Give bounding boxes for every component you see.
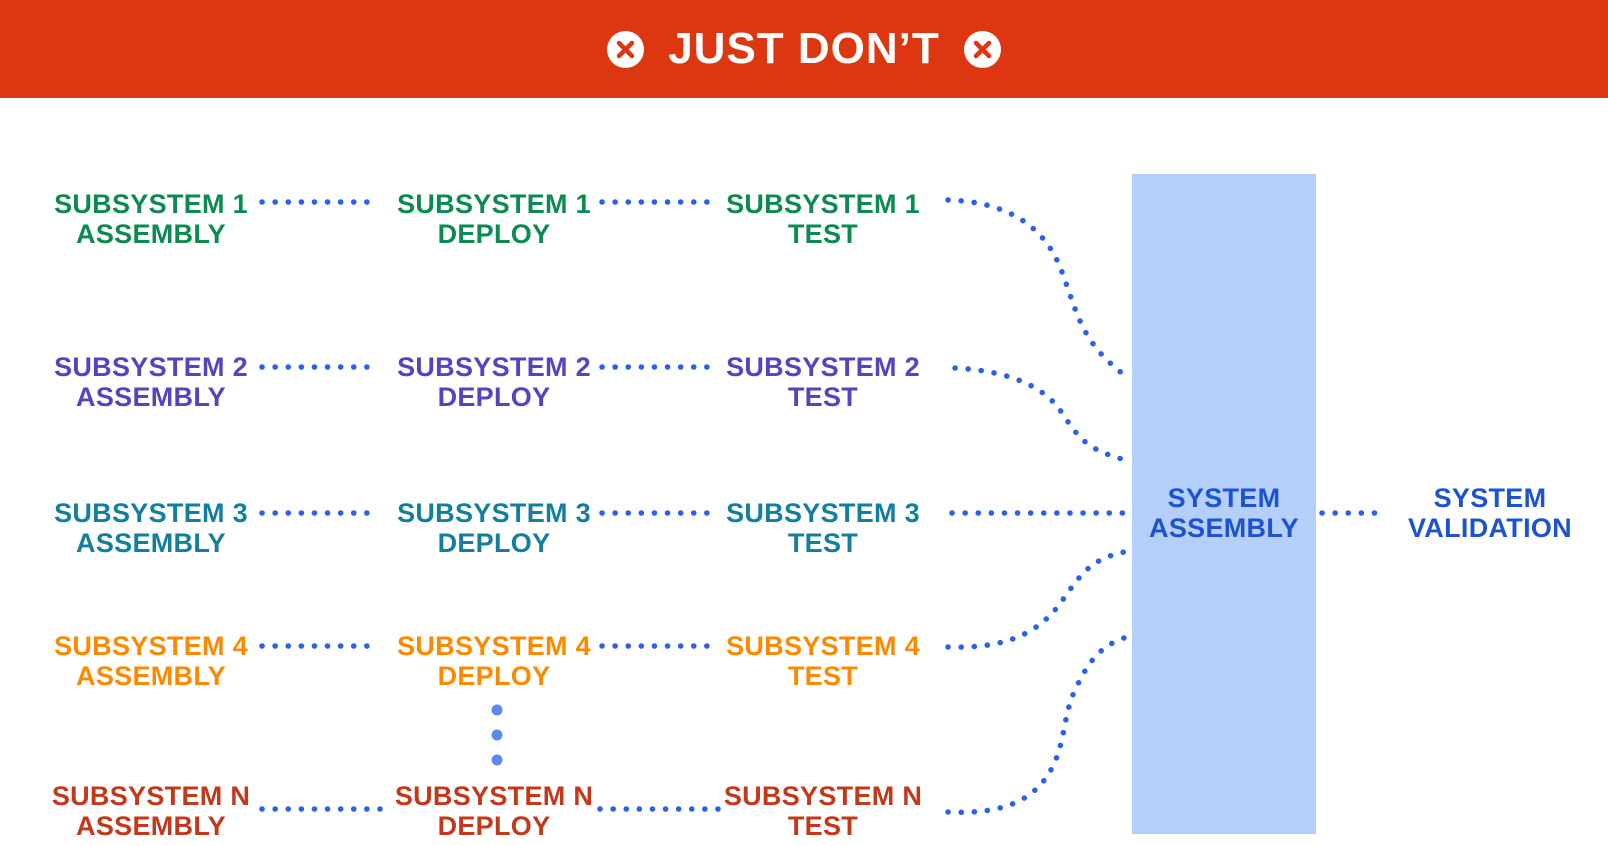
cell-subsystem-3-test: SUBSYSTEM 3 TEST [703,498,943,558]
cell-subsystem-2-deploy: SUBSYSTEM 2 DEPLOY [374,352,614,412]
ellipsis-dot [491,729,503,741]
cell-title: SUBSYSTEM 2 [397,352,591,382]
cell-stage: ASSEMBLY [76,219,226,249]
cell-stage: ASSEMBLY [76,661,226,691]
cell-stage: DEPLOY [437,382,551,412]
cell-title: SUBSYSTEM 3 [54,498,248,528]
cell-stage: DEPLOY [437,219,551,249]
cell-title: SUBSYSTEM 2 [54,352,248,382]
cell-title: SUBSYSTEM 1 [397,189,591,219]
cell-stage: DEPLOY [437,661,551,691]
cell-subsystem-n-deploy: SUBSYSTEM N DEPLOY [374,781,614,841]
cell-subsystem-1-test: SUBSYSTEM 1 TEST [703,189,943,249]
system-validation-label: SYSTEM VALIDATION [1356,483,1608,543]
cell-title: SUBSYSTEM N [51,781,251,811]
connector-subsystem-1-test-to-system-assembly [945,197,1126,377]
cell-subsystem-4-test: SUBSYSTEM 4 TEST [703,631,943,691]
cell-subsystem-2-assembly: SUBSYSTEM 2 ASSEMBLY [31,352,271,412]
system-assembly-line1: SYSTEM [1167,483,1281,513]
connector-subsystem-2-test-to-system-assembly [952,365,1125,462]
cell-subsystem-4-assembly: SUBSYSTEM 4 ASSEMBLY [31,631,271,691]
cell-subsystem-1-assembly: SUBSYSTEM 1 ASSEMBLY [31,189,271,249]
cell-stage: ASSEMBLY [76,811,226,841]
cell-subsystem-3-deploy: SUBSYSTEM 3 DEPLOY [374,498,614,558]
cell-stage: TEST [787,661,859,691]
cell-stage: ASSEMBLY [76,528,226,558]
cell-stage: TEST [787,528,859,558]
cell-stage: ASSEMBLY [76,382,226,412]
cell-subsystem-2-test: SUBSYSTEM 2 TEST [703,352,943,412]
cell-subsystem-n-assembly: SUBSYSTEM N ASSEMBLY [31,781,271,841]
connector-subsystem-n-test-to-system-assembly [945,635,1127,816]
cell-title: SUBSYSTEM 3 [726,498,920,528]
cell-subsystem-n-test: SUBSYSTEM N TEST [703,781,943,841]
cell-stage: DEPLOY [437,811,551,841]
system-validation-line1: SYSTEM [1433,483,1547,513]
cell-stage: TEST [787,811,859,841]
cell-title: SUBSYSTEM N [723,781,923,811]
connector-subsystem-4-test-to-system-assembly [945,549,1127,650]
banner-title: JUST DON’T [668,24,940,73]
system-assembly-box: SYSTEM ASSEMBLY [1132,174,1316,834]
ellipsis-dot [491,704,503,716]
system-assembly-line2: ASSEMBLY [1149,513,1299,543]
system-validation-line2: VALIDATION [1408,513,1572,543]
cell-stage: DEPLOY [437,528,551,558]
cell-title: SUBSYSTEM 1 [54,189,248,219]
circle-x-icon [963,30,1001,68]
cell-title: SUBSYSTEM N [394,781,594,811]
circle-x-icon-cross [973,40,992,58]
cell-subsystem-3-assembly: SUBSYSTEM 3 ASSEMBLY [31,498,271,558]
cell-subsystem-1-deploy: SUBSYSTEM 1 DEPLOY [374,189,614,249]
banner: JUST DON’T [0,0,1608,98]
circle-x-icon-cross [616,40,635,58]
cell-title: SUBSYSTEM 4 [726,631,920,661]
ellipsis-dot [491,754,503,766]
circle-x-icon [607,30,645,68]
cell-title: SUBSYSTEM 4 [54,631,248,661]
cell-stage: TEST [787,382,859,412]
cell-stage: TEST [787,219,859,249]
cell-title: SUBSYSTEM 1 [726,189,920,219]
cell-title: SUBSYSTEM 2 [726,352,920,382]
more-subsystems-ellipsis [491,704,503,766]
cell-title: SUBSYSTEM 3 [397,498,591,528]
cell-subsystem-4-deploy: SUBSYSTEM 4 DEPLOY [374,631,614,691]
cell-title: SUBSYSTEM 4 [397,631,591,661]
